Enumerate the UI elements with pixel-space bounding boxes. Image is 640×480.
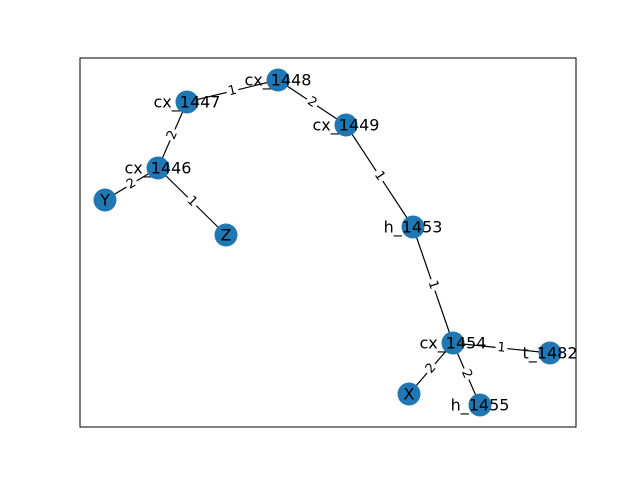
plot-frame bbox=[79, 57, 577, 428]
node-label-cx_1449: cx_1449 bbox=[313, 116, 380, 136]
node-label-X: X bbox=[404, 385, 415, 404]
node-Y bbox=[93, 188, 117, 212]
node-label-h_1453: h_1453 bbox=[384, 218, 443, 238]
edge-label-bg bbox=[370, 167, 389, 185]
node-layer bbox=[93, 68, 562, 417]
node-cx_1449 bbox=[334, 113, 358, 137]
node-h_1455 bbox=[468, 393, 492, 417]
edge-label: 1 bbox=[227, 83, 239, 100]
edge-label: 1 bbox=[497, 340, 507, 356]
edge-label-bg bbox=[303, 93, 321, 112]
node-label-cx_1446: cx_1446 bbox=[125, 159, 192, 179]
edge-label-bg bbox=[457, 365, 476, 383]
edge-label-bg bbox=[424, 277, 442, 293]
node-label-h_1455: h_1455 bbox=[451, 396, 510, 416]
node-label-cx_1447: cx_1447 bbox=[154, 93, 221, 113]
node-label-t_1482: t_1482 bbox=[523, 344, 578, 364]
node-cx_1446 bbox=[146, 156, 170, 180]
node-t_1482 bbox=[538, 341, 562, 365]
edge-label-bg bbox=[182, 192, 202, 211]
node-h_1453 bbox=[401, 215, 425, 239]
node-cx_1448 bbox=[266, 68, 290, 92]
node-label-Z: Z bbox=[221, 226, 232, 245]
node-Z bbox=[214, 223, 238, 247]
edge-label-bg bbox=[163, 126, 182, 144]
node-label-cx_1454: cx_1454 bbox=[420, 334, 487, 354]
edge-label-bg bbox=[122, 174, 141, 194]
node-label-cx_1448: cx_1448 bbox=[245, 71, 312, 91]
edge-label-bg bbox=[494, 340, 509, 356]
node-X bbox=[397, 382, 421, 406]
node-cx_1447 bbox=[175, 90, 199, 114]
edge-label-bg bbox=[421, 359, 441, 378]
node-cx_1454 bbox=[441, 331, 465, 355]
edge-label-bg bbox=[225, 82, 240, 100]
node-label-Y: Y bbox=[99, 191, 110, 210]
